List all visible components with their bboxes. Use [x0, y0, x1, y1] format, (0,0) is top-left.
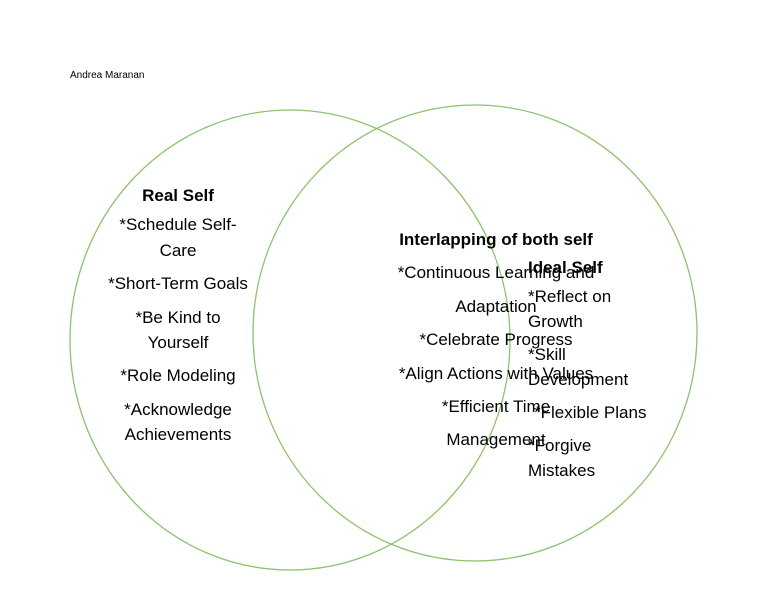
overlap-item-line: Adaptation [455, 296, 537, 316]
overlap-item-line: *Align Actions with Values [398, 363, 594, 383]
real-self-item-line: *Role Modeling [120, 366, 236, 386]
ideal-self-item: *Flexible Plans [528, 400, 658, 425]
author-name: Andrea Maranan [70, 70, 145, 81]
ideal-self-section: Ideal Self *Reflect on Growth *Skill Dev… [528, 251, 658, 491]
real-self-item: *Short-Term Goals [96, 271, 260, 296]
ideal-self-item-line: Mistakes [528, 461, 596, 480]
real-self-item-line: Yourself [147, 333, 209, 353]
real-self-item-line: *Be Kind to [135, 307, 221, 327]
real-self-item: *Acknowledge Achievements [96, 397, 260, 448]
real-self-item: *Be Kind to Yourself [96, 305, 260, 356]
ideal-self-item: *Forgive Mistakes [528, 433, 658, 483]
real-self-circle [69, 109, 511, 571]
real-self-item-line: *Acknowledge [124, 399, 232, 419]
overlap-item-line: Management [446, 430, 546, 450]
real-self-item-line: *Schedule Self- [119, 215, 237, 235]
ideal-self-item: *Reflect on Growth [528, 284, 658, 334]
real-self-item-line: *Short-Term Goals [108, 274, 248, 294]
ideal-self-item-line: *Flexible Plans [534, 403, 647, 422]
overlap-item-line: *Continuous Learning and [397, 263, 595, 283]
ideal-self-item-line: *Forgive [528, 436, 592, 455]
real-self-section: Real Self *Schedule Self- Care *Short-Te… [96, 179, 260, 456]
ideal-self-heading: Ideal Self [528, 258, 603, 277]
ideal-self-item-line: *Reflect on [528, 287, 612, 306]
overlap-heading: Interlapping of both self [399, 230, 593, 249]
overlap-item-line: *Celebrate Progress [419, 330, 573, 350]
ideal-self-item-line: Growth [528, 312, 583, 331]
ideal-self-item: *Skill Development [528, 342, 658, 392]
ideal-self-item-line: Development [528, 370, 629, 389]
real-self-item: *Schedule Self- Care [96, 212, 260, 263]
real-self-item-line: Achievements [124, 425, 232, 445]
real-self-heading: Real Self [142, 186, 214, 205]
overlap-item-line: *Efficient Time [441, 397, 551, 417]
overlap-section: Interlapping of both self *Continuous Le… [393, 223, 599, 457]
ideal-self-circle [252, 104, 698, 562]
real-self-item-line: Care [159, 240, 197, 260]
ideal-self-item-line: *Skill [528, 345, 566, 364]
real-self-item: *Role Modeling [96, 363, 260, 388]
